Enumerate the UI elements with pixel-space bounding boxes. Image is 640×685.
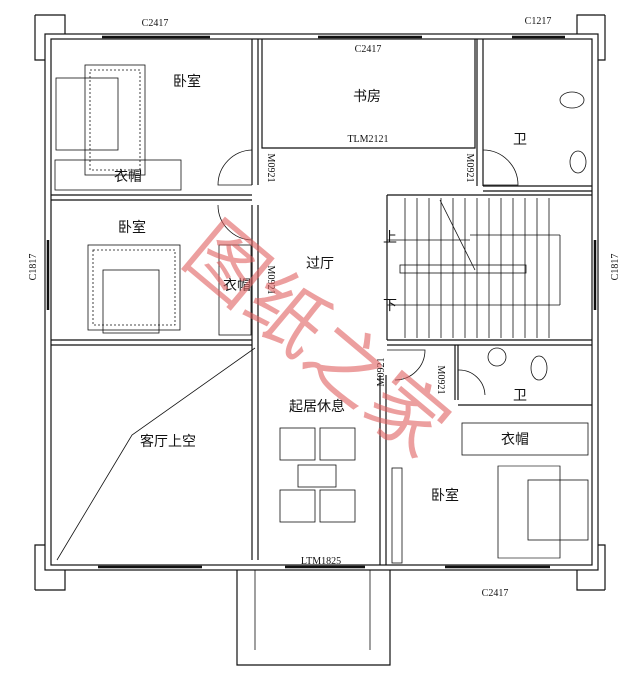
lounge-furniture <box>279 427 356 523</box>
toilet-ne <box>559 91 585 109</box>
door-nw[interactable] <box>217 149 253 186</box>
room-label-living-void: 客厅上空 <box>140 433 196 450</box>
room-label-bath-ne: 卫 <box>513 132 527 148</box>
code-door-se1: M0921 <box>376 358 387 387</box>
code-door-study: TLM2121 <box>347 134 388 145</box>
bed-nw <box>55 64 146 176</box>
exterior-walls <box>34 14 606 591</box>
bed-se <box>497 465 589 559</box>
code-win-left: C1817 <box>28 254 39 281</box>
entrance-porch <box>236 570 391 666</box>
code-door-ne: M0921 <box>464 154 475 183</box>
corner-nw <box>34 14 66 61</box>
code-win-study: C2417 <box>355 44 382 55</box>
room-label-wardrobe-w: 衣帽 <box>223 278 251 294</box>
door-ne[interactable] <box>482 149 519 186</box>
wardrobe-se <box>461 422 589 456</box>
code-door-w: M0921 <box>265 266 276 295</box>
bed-w <box>87 244 181 334</box>
toilet-se <box>530 355 548 381</box>
room-label-bedroom-se: 卧室 <box>431 487 459 504</box>
code-win-top-right: C1217 <box>525 16 552 27</box>
room-label-study: 书房 <box>353 89 381 105</box>
room-label-bedroom-w: 卧室 <box>118 219 146 236</box>
stairs-up-label: 上 <box>383 230 397 246</box>
door-se2[interactable] <box>457 369 486 396</box>
staircase[interactable] <box>404 198 550 338</box>
door-w[interactable] <box>217 204 253 241</box>
room-label-bedroom-nw: 卧室 <box>173 73 201 90</box>
room-label-hall: 过厅 <box>306 256 334 272</box>
tv-cabinet <box>391 467 403 564</box>
room-label-wardrobe-nw: 衣帽 <box>114 169 142 185</box>
corner-se <box>576 544 606 591</box>
corner-ne <box>576 14 606 61</box>
corner-sw <box>34 544 66 591</box>
door-se1[interactable] <box>387 349 426 381</box>
sink-se <box>487 347 507 367</box>
room-label-bath-se: 卫 <box>513 388 527 404</box>
wardrobe-nw <box>54 159 182 191</box>
code-door-entry: LTM1825 <box>301 556 341 567</box>
code-door-nw: M0921 <box>265 154 276 183</box>
stairs-down-label: 下 <box>383 298 397 314</box>
code-win-top-left: C2417 <box>142 18 169 29</box>
room-label-lounge: 起居休息 <box>289 398 345 415</box>
room-label-wardrobe-se: 衣帽 <box>501 432 529 448</box>
code-win-right: C1817 <box>610 254 621 281</box>
wardrobe-w <box>218 244 252 336</box>
interior-walls <box>51 39 592 565</box>
code-win-bottom: C2417 <box>482 588 509 599</box>
sink-ne <box>569 150 587 174</box>
code-door-se2: M0921 <box>435 366 446 395</box>
void-line <box>56 347 256 561</box>
